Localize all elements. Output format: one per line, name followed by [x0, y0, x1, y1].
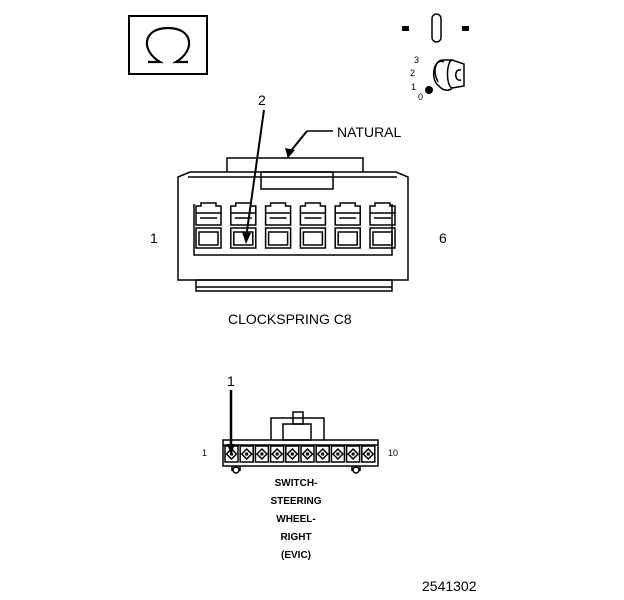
clockspring-cavity — [334, 202, 361, 249]
switch-cavity — [269, 445, 285, 463]
ignition-position-label: 1 — [411, 82, 417, 92]
clockspring-cavity — [264, 202, 292, 249]
ignition-position-label: 2 — [410, 68, 416, 78]
pin-1-label: 1 — [202, 448, 208, 458]
switch-cavity — [285, 445, 300, 463]
clockspring-connector — [177, 150, 409, 292]
switch-cavity — [361, 445, 376, 463]
ohm-icon — [128, 15, 208, 75]
switch-name-line: WHEEL- — [276, 514, 316, 525]
callout-2-arrow — [242, 109, 265, 244]
clockspring-cavities — [195, 202, 396, 249]
clockspring-cavity — [230, 202, 257, 249]
switch-name-line: RIGHT — [280, 532, 312, 543]
callout-1-number: 1 — [227, 373, 235, 389]
switch-cavity — [315, 445, 330, 463]
switch-cavity — [239, 445, 254, 463]
switch-cavity — [345, 445, 361, 463]
callout-2-number: 2 — [258, 92, 266, 108]
natural-leader — [285, 130, 333, 158]
clockspring-cavity — [299, 202, 327, 249]
pin-6-label: 6 — [439, 230, 447, 246]
clockspring-cavity — [369, 202, 396, 249]
callout-1-arrow — [227, 390, 235, 455]
ignition-key-icon — [402, 13, 469, 94]
switch-cavities — [224, 445, 376, 463]
ignition-position-label: 0 — [418, 92, 424, 102]
natural-label: NATURAL — [337, 124, 402, 140]
clockspring-cavity — [195, 202, 222, 249]
switch-name-line: STEERING — [270, 496, 322, 507]
ignition-position-label: 3 — [414, 55, 420, 65]
switch-name-line: SWITCH- — [274, 478, 318, 489]
pin-1-label: 1 — [150, 230, 158, 246]
switch-cavity — [300, 445, 315, 463]
switch-connector — [222, 411, 379, 474]
figure-number: 2541302 — [422, 578, 477, 594]
switch-cavity — [330, 445, 346, 463]
clockspring-title: CLOCKSPRING C8 — [228, 311, 352, 327]
switch-cavity — [254, 445, 270, 463]
pin-10-label: 10 — [388, 448, 399, 458]
switch-name-line: (EVIC) — [281, 550, 311, 561]
